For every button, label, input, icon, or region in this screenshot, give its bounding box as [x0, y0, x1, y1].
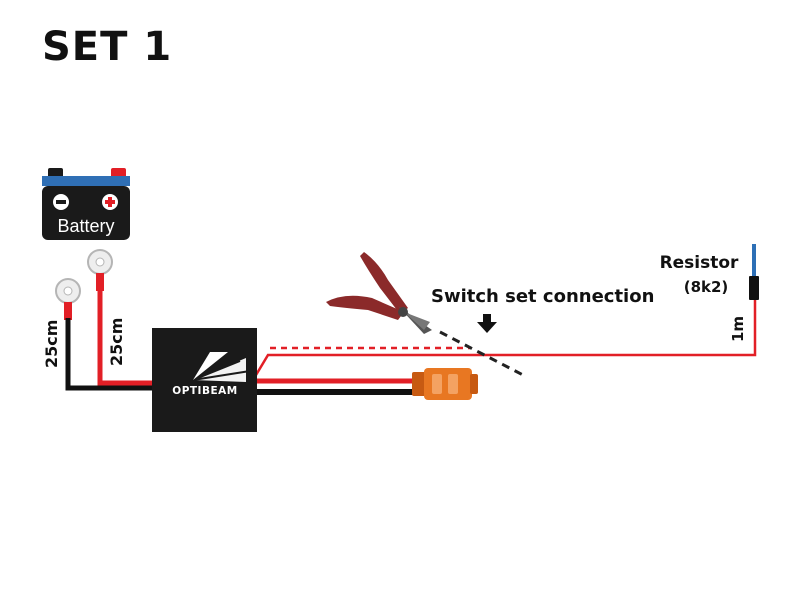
deutsch-connector-icon	[412, 368, 478, 400]
cut-line	[439, 330, 526, 378]
module-brand: OPTIBEAM	[172, 385, 237, 397]
plus-icon	[102, 194, 118, 210]
resistor-lead-length: 1m	[729, 316, 747, 342]
black-lead-length: 25cm	[42, 320, 61, 368]
page-title: SET 1	[42, 24, 172, 70]
wire-cutter-icon	[326, 252, 432, 334]
minus-icon	[53, 194, 69, 210]
battery-icon: Battery	[42, 168, 130, 240]
resistor-value: (8k2)	[684, 278, 729, 296]
optibeam-module: OPTIBEAM	[152, 328, 257, 432]
ring-terminal-red	[87, 249, 113, 291]
switch-signal-wire	[254, 300, 757, 376]
optibeam-logo-icon	[192, 352, 251, 382]
red-lead-length: 25cm	[107, 318, 126, 366]
switch-connection-label: Switch set connection	[431, 286, 654, 307]
battery-label: Battery	[57, 216, 114, 236]
resistor	[749, 244, 759, 300]
resistor-label: Resistor	[660, 253, 739, 273]
red-lead-wire	[97, 289, 155, 386]
black-lead-wire	[65, 318, 155, 391]
ring-terminal-black	[55, 278, 81, 320]
arrow-down-icon	[477, 314, 497, 333]
